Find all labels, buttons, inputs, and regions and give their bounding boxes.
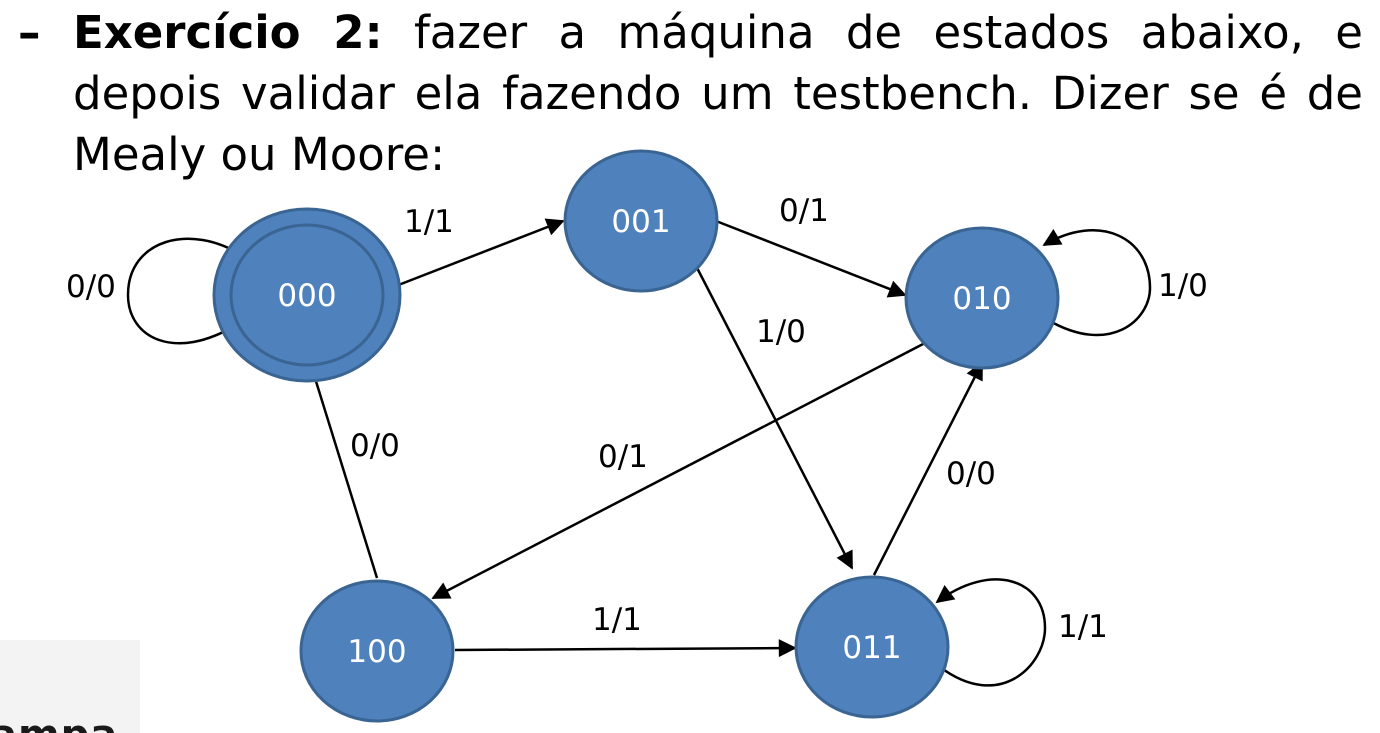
edge-100-000 [306, 360, 379, 579]
edge-label-011-011: 1/1 [1058, 609, 1108, 645]
edge-010-100 [431, 341, 926, 600]
state-label-100: 100 [347, 634, 406, 670]
edge-label-000-000: 0/0 [66, 269, 116, 305]
edge-001-011 [692, 261, 854, 570]
edge-011-011 [935, 578, 1047, 687]
edge-010-010 [1042, 229, 1152, 337]
bullet-dash: – [18, 6, 41, 59]
exercise-title: Exercício 2: [73, 6, 383, 59]
edge-labels: 0/0 1/1 0/1 1/0 1/0 0/1 0/0 1/1 0/0 1/1 [66, 193, 1208, 645]
edge-label-100-011: 1/1 [592, 602, 642, 638]
edge-011-010 [872, 361, 984, 576]
exercise-statement: – Exercício 2: fazer a máquina de estado… [18, 2, 1363, 185]
state-label-000: 000 [277, 278, 336, 314]
edge-100-011 [454, 639, 797, 658]
edge-001-010 [715, 219, 907, 298]
state-100: 100 [299, 579, 455, 723]
state-000: 000 [212, 207, 402, 383]
edge-label-010-100: 0/1 [598, 439, 648, 475]
state-label-001: 001 [611, 204, 670, 240]
exercise-body: Exercício 2: fazer a máquina de estados … [18, 2, 1363, 185]
state-label-010: 010 [952, 281, 1011, 317]
edges [126, 218, 1152, 687]
edge-label-000-001: 1/1 [404, 204, 454, 240]
edge-000-000 [126, 237, 245, 345]
state-label-011: 011 [842, 630, 901, 666]
logo-text: ampa [0, 712, 118, 733]
edge-label-011-010: 0/0 [946, 456, 996, 492]
logo: ampa [0, 640, 140, 733]
edge-label-001-010: 0/1 [779, 193, 829, 229]
state-011: 011 [794, 575, 950, 719]
states: 000 001 010 100 011 [212, 149, 1060, 723]
edge-000-001 [382, 218, 565, 293]
state-001: 001 [563, 149, 719, 293]
edge-label-100-000: 0/0 [350, 428, 400, 464]
exercise-text: fazer a máquina de estados abaixo, e dep… [73, 6, 1363, 181]
state-010: 010 [904, 226, 1060, 370]
edge-label-001-011: 1/0 [756, 314, 806, 350]
edge-label-010-010: 1/0 [1158, 268, 1208, 304]
